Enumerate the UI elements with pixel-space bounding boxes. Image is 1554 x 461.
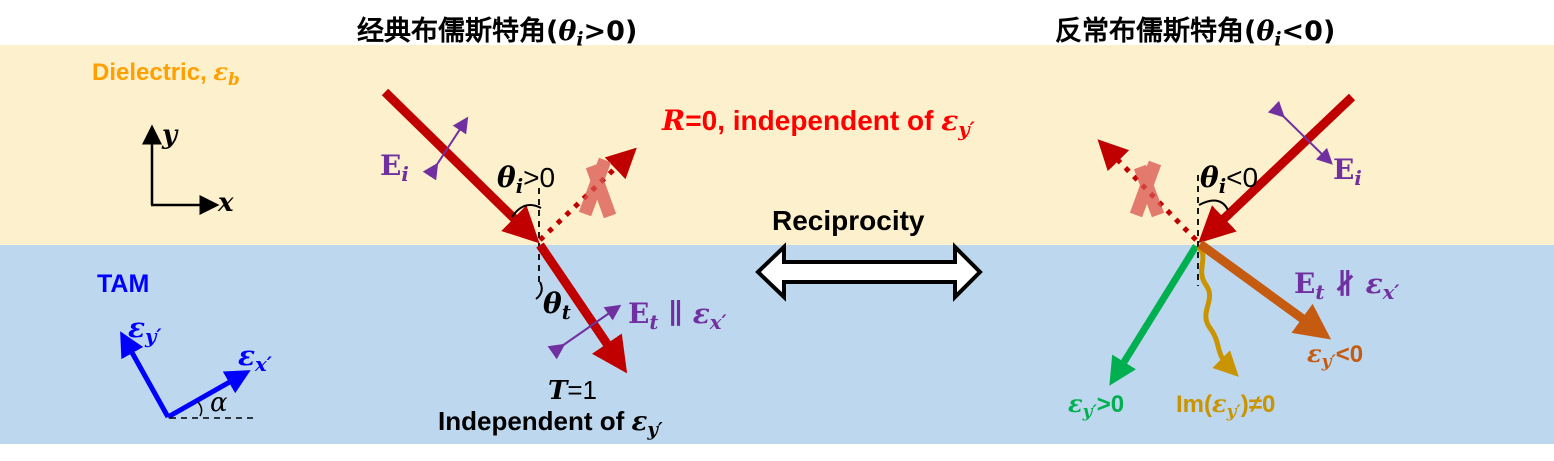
eps-sub: x′ [1382, 280, 1400, 304]
eps-symbol: ε [631, 407, 648, 437]
theta-sub: i [1218, 174, 1227, 198]
dielectric-label: Dielectric, εb [92, 60, 240, 88]
eps-symbol: ε [1068, 389, 1083, 418]
transmittance-label: T=1 [548, 377, 597, 404]
anomalous-ei-label: Ei [1333, 153, 1362, 190]
eps-symbol: ε [941, 104, 959, 137]
branch-negative-beam [1197, 240, 1332, 340]
theta-symbol: θ [1256, 16, 1275, 47]
eps-sub: b [228, 69, 240, 90]
classical-brewster-title: 经典布儒斯特角(θi>0) [357, 18, 637, 50]
t-symbol: T [548, 376, 568, 406]
alpha-label: α [210, 388, 228, 418]
eps-symbol: ε [692, 297, 710, 330]
eps-symbol: ε [213, 57, 228, 86]
parallel-symbol: ∥ [658, 297, 693, 330]
theta-sub: i [515, 174, 524, 198]
branch-positive-label: εy′>0 [1068, 392, 1124, 420]
branch-lossy-label: Im(εy′)≠0 [1176, 392, 1275, 420]
reflection-note: R=0, independent of εy′ [662, 104, 975, 141]
eps-x-prime-label: εx′ [238, 339, 272, 376]
y-axis-label: y [162, 120, 178, 150]
classical-theta-t-label: θt [543, 287, 571, 324]
e-sub: i [401, 162, 409, 186]
theta-cond: <0 [1226, 162, 1259, 193]
branch-cond: )≠0 [1240, 391, 1276, 418]
classical-et-arrow [547, 304, 622, 360]
title-cond: >0) [583, 16, 638, 47]
theta-symbol: θ [543, 287, 562, 320]
theta-cond: >0 [523, 162, 556, 193]
eps-symbol: ε [1212, 389, 1227, 418]
dielectric-text: Dielectric, [92, 59, 214, 86]
e-symbol: E [1333, 153, 1355, 186]
eps-symbol: ε [1365, 267, 1383, 300]
branch-negative-label: εy′<0 [1307, 342, 1363, 370]
e-sub: t [649, 310, 659, 334]
anomalous-ei-arrow [1267, 100, 1333, 165]
eps-symbol: ε [128, 311, 146, 344]
im-prefix: Im( [1176, 391, 1212, 418]
anomalous-et-label: Et ∦ εx′ [1294, 267, 1400, 304]
eps-sub: y′ [1321, 351, 1336, 372]
t-value: =1 [567, 375, 598, 405]
branch-cond: <0 [1335, 341, 1364, 368]
branch-cond: >0 [1096, 391, 1125, 418]
e-symbol: E [380, 149, 402, 182]
anomalous-blocked-x-icon [1129, 160, 1165, 218]
tam-axes-icon [120, 331, 258, 420]
eps-sub: y′ [647, 419, 663, 441]
theta-sub: i [576, 28, 584, 51]
reciprocity-double-arrow [755, 242, 983, 302]
eps-symbol: ε [1307, 339, 1322, 368]
e-sub: i [1354, 166, 1362, 190]
classical-blocked-x-icon [578, 157, 617, 219]
title-text: 反常布儒斯特角( [1055, 16, 1257, 47]
classical-independent-label: Independent of εy′ [438, 408, 663, 440]
independent-text: Independent of [438, 406, 632, 436]
title-cond: <0) [1281, 16, 1336, 47]
anomalous-brewster-title: 反常布儒斯特角(θi<0) [1055, 18, 1335, 50]
x-axis-label: x [218, 188, 234, 218]
eps-sub: y′ [1226, 401, 1241, 422]
classical-ei-label: Ei [380, 149, 409, 186]
theta-symbol: θ [1200, 161, 1219, 194]
theta-symbol: θ [558, 16, 577, 47]
reciprocity-label: Reciprocity [772, 205, 925, 236]
branch-positive-beam [1109, 244, 1199, 386]
title-text: 经典布儒斯特角( [357, 16, 559, 47]
eps-sub: x′ [709, 310, 727, 334]
anomalous-theta-i-label: θi<0 [1200, 161, 1259, 198]
eps-sub: y′ [1082, 401, 1097, 422]
theta-i-arc [511, 204, 542, 218]
eps-y-prime-label: εy′ [128, 311, 162, 348]
theta-symbol: θ [497, 161, 516, 194]
e-symbol: E [1294, 267, 1316, 300]
not-parallel-symbol: ∦ [1324, 267, 1366, 300]
e-symbol: E [628, 297, 650, 330]
eps-sub: y′ [145, 324, 162, 348]
eps-symbol: ε [238, 339, 256, 372]
anomalous-theta-i-arc [1198, 199, 1229, 211]
classical-reflected-beam [538, 147, 637, 242]
classical-et-label: Et ∥ εx′ [628, 297, 727, 334]
xy-axes-icon [142, 124, 220, 215]
classical-theta-i-label: θi>0 [497, 161, 556, 198]
eps-sub: y′ [958, 117, 975, 141]
eps-sub: x′ [255, 352, 272, 376]
branch-lossy-wave [1196, 245, 1239, 377]
e-sub: t [1315, 280, 1325, 304]
r-symbol: R [662, 104, 686, 137]
classical-ei-arrow [422, 116, 469, 181]
tam-label: TAM [97, 270, 150, 298]
theta-sub: t [561, 300, 571, 324]
theta-sub: i [1274, 28, 1282, 51]
theta-t-arc [535, 281, 543, 300]
reflection-text: =0, independent of [685, 105, 942, 136]
